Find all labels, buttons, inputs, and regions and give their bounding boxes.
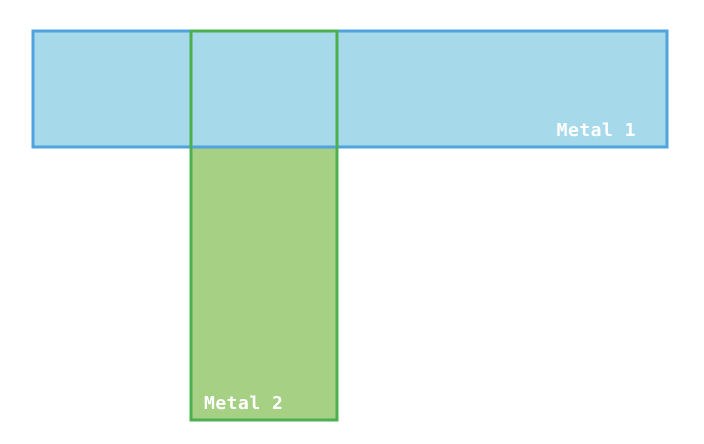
- metal-2-shape: [189, 145, 339, 422]
- metal-1-label: Metal 1: [557, 120, 636, 141]
- metal-2-label: Metal 2: [204, 393, 283, 414]
- metal-1-shape: [31, 29, 669, 149]
- metal-2-overlap-outline: [189, 29, 339, 422]
